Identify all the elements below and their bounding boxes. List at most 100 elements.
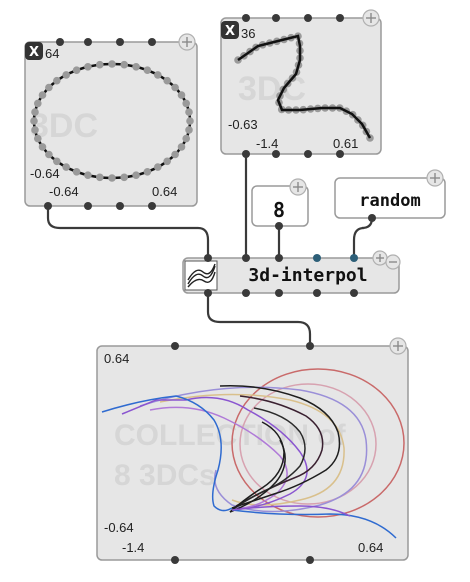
curve-point[interactable] (62, 163, 70, 171)
curve-blue[interactable] (101, 395, 233, 512)
inlet[interactable] (56, 38, 64, 46)
curve-circle-red[interactable] (231, 368, 405, 518)
outlet[interactable] (313, 289, 321, 297)
cable-interpol-to-collection[interactable] (206, 292, 312, 346)
outlet[interactable] (350, 289, 358, 297)
curve-point[interactable] (154, 163, 162, 171)
curve-point[interactable] (171, 150, 179, 159)
curve-point[interactable] (30, 117, 38, 125)
inlet[interactable] (84, 38, 92, 46)
random-box[interactable]: random (334, 169, 446, 222)
outlet[interactable] (116, 202, 124, 210)
curve-purple-tail[interactable] (231, 505, 351, 517)
outlet[interactable] (171, 556, 179, 564)
close-x-icon[interactable] (25, 42, 43, 60)
curve-point[interactable] (182, 99, 190, 108)
close-x-icon[interactable] (221, 21, 239, 39)
curve-point[interactable] (185, 108, 193, 116)
circle-3dc-node[interactable]: 3DC X 64 -0.64 -0.64 0.64 (24, 33, 198, 210)
inlet-active[interactable] (313, 254, 321, 262)
outlet[interactable] (272, 150, 280, 158)
interpolated-curves[interactable] (101, 368, 405, 539)
curve-point[interactable] (143, 66, 152, 74)
plus-icon[interactable] (178, 33, 196, 51)
outlet[interactable] (368, 214, 376, 222)
curve-black-1[interactable] (219, 385, 341, 509)
curve-point[interactable] (53, 157, 61, 166)
curve-point[interactable] (53, 76, 61, 85)
curve-point[interactable] (34, 99, 42, 108)
plus-icon[interactable] (362, 9, 380, 27)
plus-icon[interactable] (426, 169, 444, 187)
curve-point[interactable] (31, 126, 39, 134)
curve-point[interactable] (31, 108, 39, 116)
number-box[interactable]: 8 (251, 178, 309, 230)
outlet[interactable] (242, 289, 250, 297)
curve-control-points[interactable] (30, 60, 194, 182)
path-3dc-close-button[interactable]: X (221, 21, 239, 39)
curve-point[interactable] (177, 91, 186, 99)
curve-point[interactable] (143, 168, 152, 176)
curve-point[interactable] (72, 168, 81, 176)
curve-tan[interactable] (159, 393, 345, 506)
plus-icon[interactable] (389, 337, 407, 355)
curve-point[interactable] (45, 83, 53, 92)
inlet[interactable] (242, 14, 250, 22)
minus-icon[interactable] (385, 254, 401, 270)
curve-point[interactable] (163, 76, 171, 85)
curve-point[interactable] (163, 157, 171, 166)
curve-point[interactable] (96, 173, 104, 182)
outlet[interactable] (275, 289, 283, 297)
collection-node[interactable]: COLLECTION of 8 3DCs 0.64 (96, 337, 409, 564)
curve-point[interactable] (132, 171, 140, 179)
curve-black-3[interactable] (231, 407, 306, 511)
outlet[interactable] (306, 556, 314, 564)
inlet[interactable] (116, 38, 124, 46)
curve-point[interactable] (185, 126, 193, 134)
curve-purple[interactable] (121, 396, 308, 511)
curve-point[interactable] (120, 173, 128, 182)
curve-circle-pink[interactable] (239, 383, 377, 505)
curve-point[interactable] (171, 83, 179, 92)
circle-3dc-curve[interactable] (30, 60, 194, 182)
curve-point[interactable] (45, 150, 53, 159)
inlet[interactable] (272, 14, 280, 22)
inlet[interactable] (304, 14, 312, 22)
curve-black-4[interactable] (229, 421, 285, 513)
inlet-active[interactable] (350, 254, 358, 262)
curve-point[interactable] (154, 71, 162, 79)
curve-violet[interactable] (149, 406, 288, 509)
outlet[interactable] (275, 222, 283, 230)
outlet[interactable] (148, 202, 156, 210)
path-3dc-node[interactable]: 3DC X 36 -0.63 -1.4 0.61 (220, 9, 382, 158)
inlet[interactable] (336, 14, 344, 22)
curve-point[interactable] (84, 63, 92, 71)
curve-point[interactable] (84, 171, 92, 179)
outlet[interactable] (336, 150, 344, 158)
inlet[interactable] (306, 342, 314, 350)
number-box-value[interactable]: 8 (273, 198, 285, 222)
inlet[interactable] (242, 254, 250, 262)
outlet[interactable] (304, 150, 312, 158)
curve-point[interactable] (182, 134, 190, 143)
inlet[interactable] (204, 254, 212, 262)
curve-point[interactable] (108, 60, 116, 68)
curve-point[interactable] (72, 66, 81, 74)
plus-icon[interactable] (289, 178, 307, 196)
curve-point[interactable] (177, 143, 186, 151)
circle-3dc-close-button[interactable]: X (25, 42, 43, 60)
curve-point[interactable] (96, 60, 104, 69)
outlet[interactable] (204, 289, 212, 297)
plus-icon[interactable] (372, 250, 388, 266)
outlet[interactable] (84, 202, 92, 210)
inlet[interactable] (148, 38, 156, 46)
path-3dc-curve[interactable] (234, 32, 374, 142)
curve-point[interactable] (62, 71, 70, 79)
outlet[interactable] (44, 202, 52, 210)
curve-point[interactable] (132, 63, 140, 71)
curve-black-5[interactable] (229, 439, 286, 513)
curve-point[interactable] (186, 117, 194, 125)
inlet[interactable] (171, 342, 179, 350)
curve-point[interactable] (120, 60, 128, 69)
